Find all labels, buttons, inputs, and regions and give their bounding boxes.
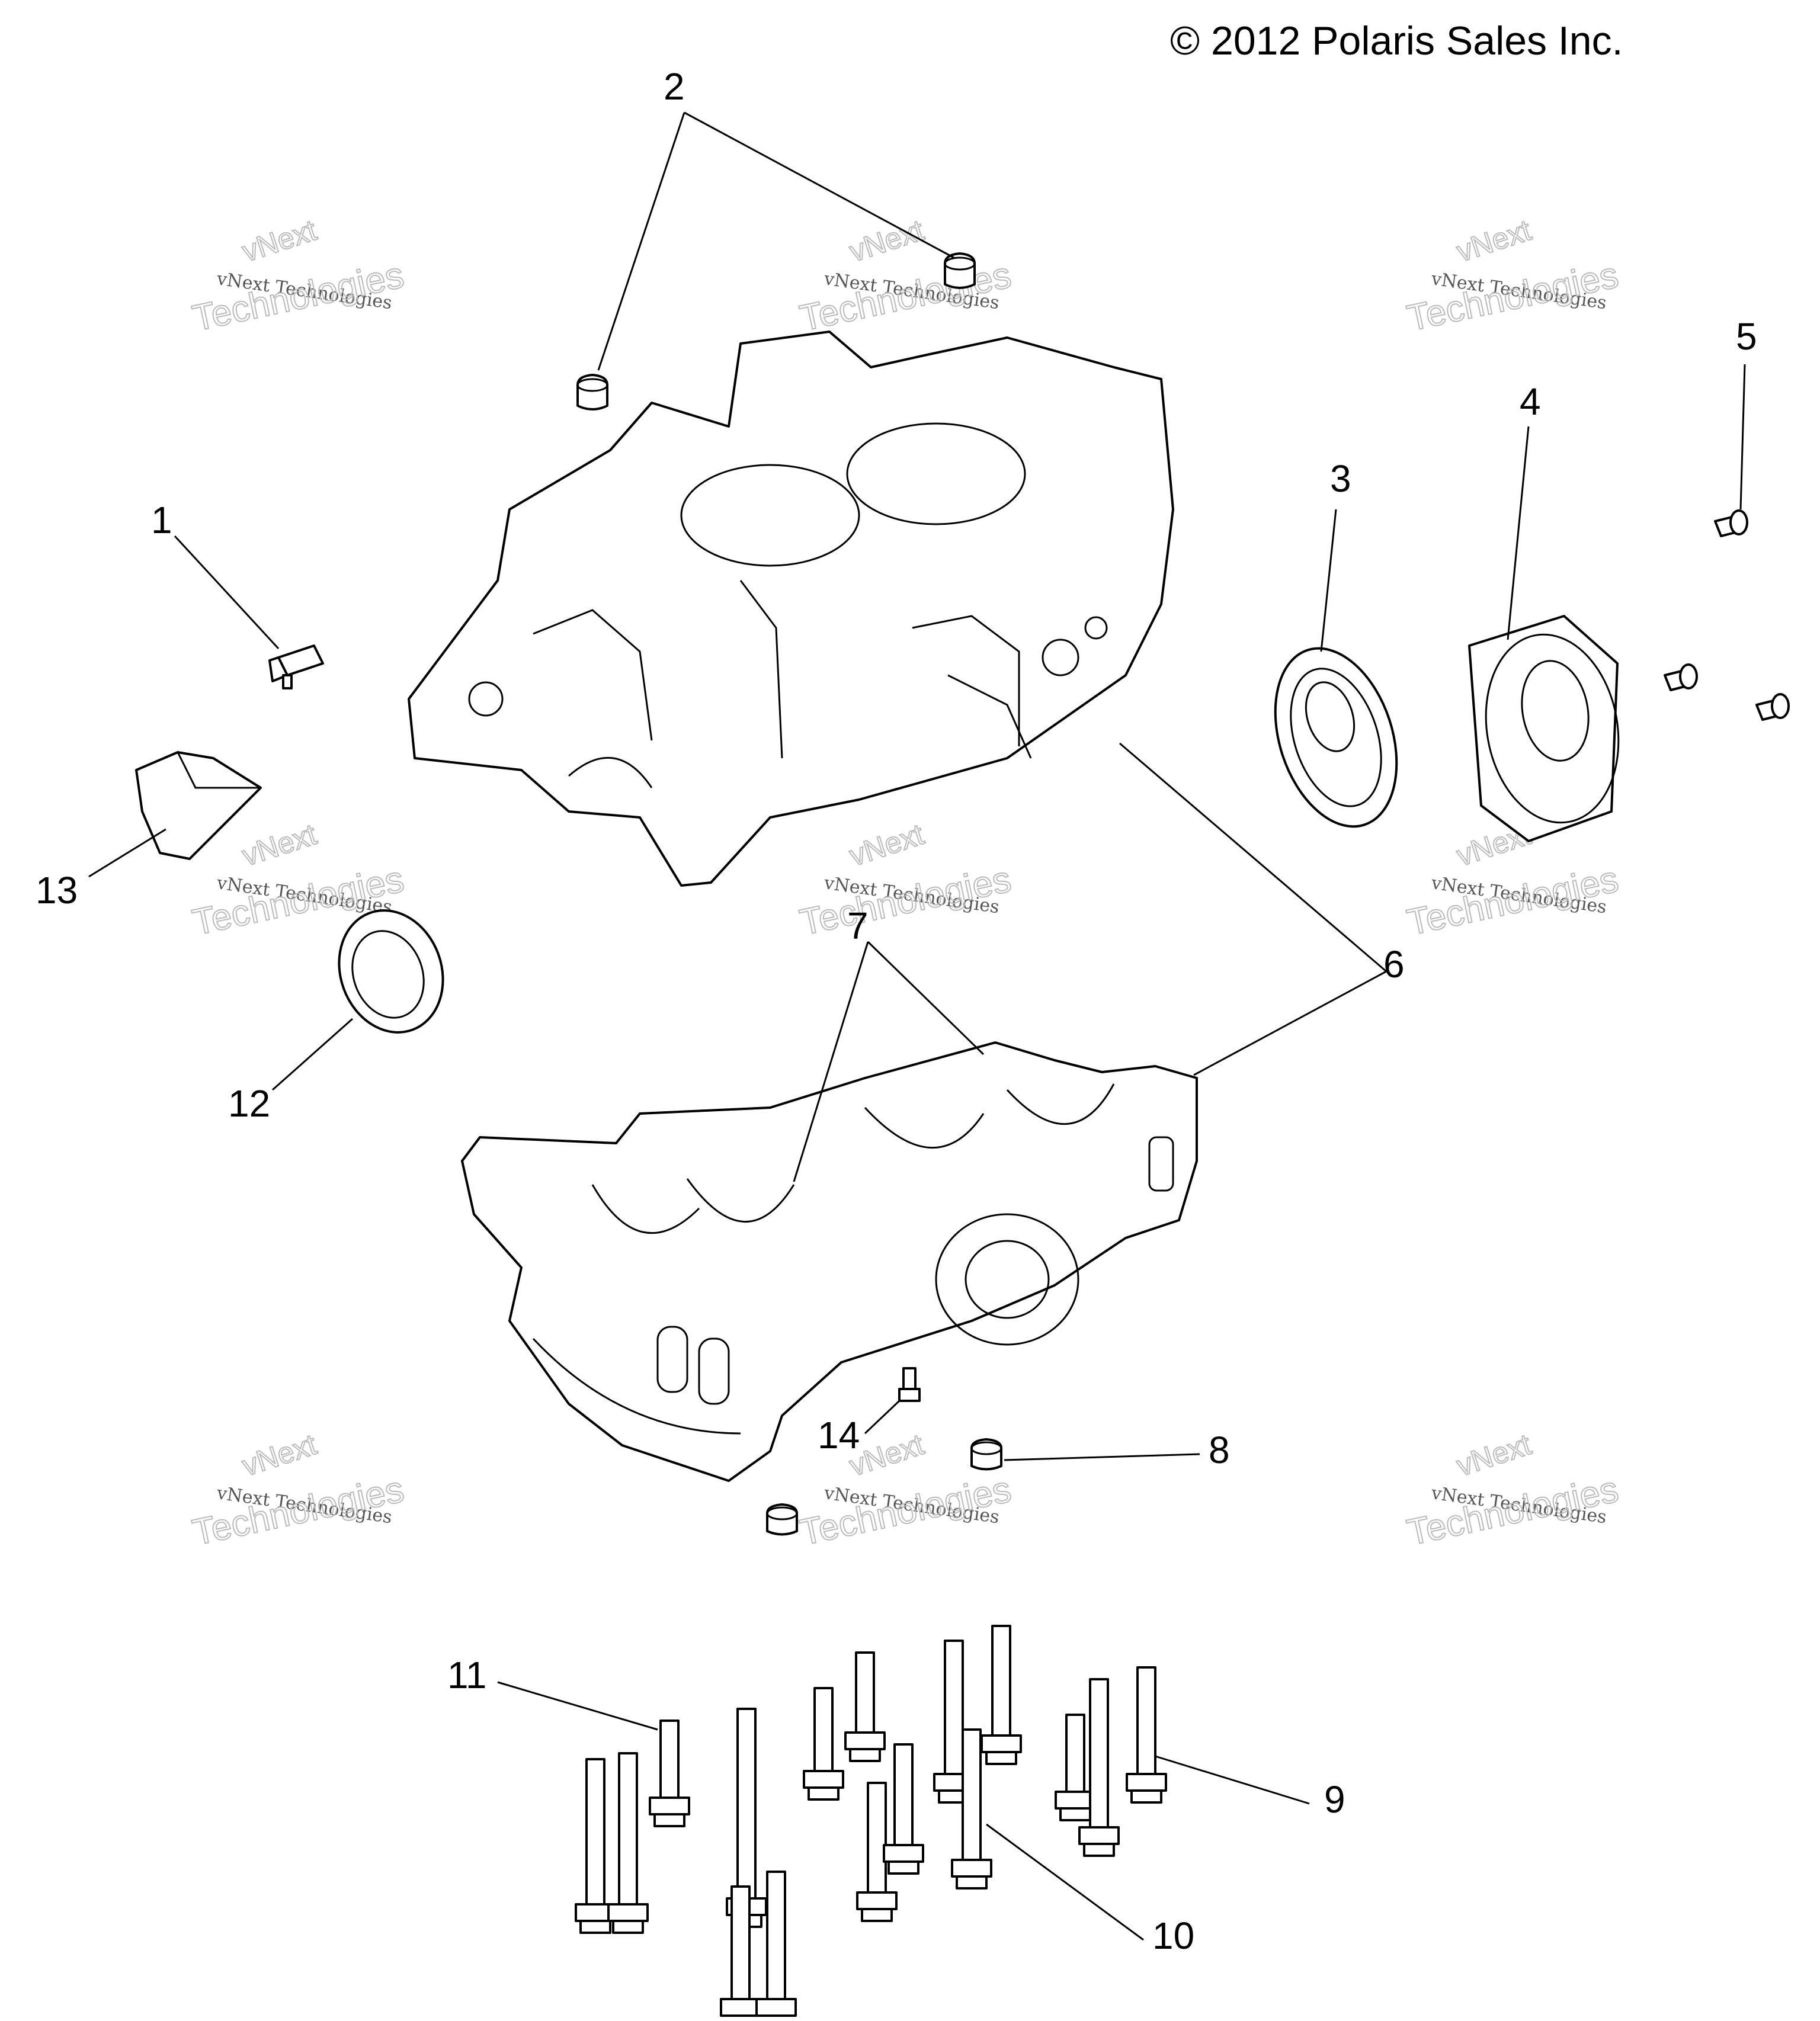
svg-text:vNext: vNext — [1453, 1427, 1535, 1483]
bolt-7 — [803, 1687, 844, 1801]
svg-text:Technologies: Technologies — [796, 255, 1014, 339]
crankcase-upper — [408, 331, 1174, 887]
cover-plate-part-4 — [1468, 615, 1620, 842]
watermark-1: vNext Technologies Technologies vNext — [188, 213, 408, 339]
leader-lines — [88, 111, 1746, 1941]
svg-text:Technologies: Technologies — [1404, 255, 1622, 339]
svg-text:vNext: vNext — [1453, 213, 1535, 268]
svg-text:Technologies: Technologies — [1404, 859, 1622, 944]
svg-text:vNext: vNext — [238, 213, 321, 268]
watermark-5: vNext Technologies Technologies vNext — [796, 817, 1015, 944]
svg-text:Technologies: Technologies — [1404, 1469, 1622, 1554]
bolt-14 — [1055, 1714, 1096, 1821]
svg-text:Technologies: Technologies — [796, 859, 1014, 944]
watermark-9: vNext Technologies Technologies vNext — [1403, 1427, 1622, 1554]
watermark-6: vNext Technologies Technologies vNext — [1403, 817, 1622, 944]
bolt-9 — [856, 1782, 898, 1922]
copyright-text: © 2012 Polaris Sales Inc. — [1170, 18, 1623, 63]
bolt-3 — [649, 1720, 690, 1827]
seal-part-12 — [338, 909, 444, 1034]
svg-text:Technologies: Technologies — [189, 1469, 407, 1554]
callout-labels: 1 2 3 4 5 6 7 8 9 10 11 12 13 14 — [36, 65, 1757, 1957]
callout-10: 10 — [1152, 1914, 1194, 1957]
callout-5: 5 — [1736, 315, 1757, 358]
bolt-12 — [981, 1625, 1022, 1765]
bolt-8 — [844, 1651, 886, 1762]
bolt-15 — [1078, 1678, 1120, 1857]
callout-7: 7 — [847, 904, 869, 947]
svg-text:vNext: vNext — [845, 817, 928, 872]
callout-12: 12 — [228, 1082, 270, 1125]
bolt-group-9-10-11 — [575, 1625, 1167, 2017]
bolt-13 — [951, 1728, 992, 1890]
callout-13: 13 — [36, 869, 78, 912]
callout-6: 6 — [1383, 943, 1405, 986]
callout-2: 2 — [664, 65, 685, 108]
fitting-part-1 — [268, 644, 324, 689]
dowel-part-2 — [576, 252, 976, 410]
callout-9: 9 — [1324, 1778, 1345, 1821]
bolt-1 — [575, 1758, 616, 1934]
bolt-2 — [607, 1752, 649, 1934]
bolt-10 — [883, 1743, 924, 1875]
watermark-3: vNext Technologies Technologies vNext — [1403, 213, 1622, 339]
crankcase-lower — [461, 1041, 1198, 1482]
callout-8: 8 — [1209, 1429, 1230, 1471]
callout-14: 14 — [818, 1414, 860, 1457]
bolt-6 — [755, 1871, 797, 2017]
bolt-5 — [720, 1885, 761, 2017]
screw-part-5 — [1664, 509, 1790, 721]
bolt-16 — [1126, 1666, 1167, 1804]
bracket-part-13 — [135, 751, 262, 860]
dowel-part-8 — [766, 1438, 1002, 1536]
watermark-7: vNext Technologies Technologies vNext — [188, 1427, 408, 1554]
svg-text:vNext: vNext — [238, 817, 321, 872]
callout-3: 3 — [1330, 457, 1351, 500]
callout-4: 4 — [1520, 380, 1541, 423]
svg-text:Technologies: Technologies — [796, 1469, 1014, 1554]
bolt-part-14 — [898, 1367, 921, 1402]
seal-part-3 — [1274, 647, 1398, 828]
callout-11: 11 — [447, 1654, 486, 1696]
svg-text:Technologies: Technologies — [189, 255, 407, 339]
callout-1: 1 — [151, 499, 172, 541]
svg-text:vNext: vNext — [238, 1427, 321, 1483]
